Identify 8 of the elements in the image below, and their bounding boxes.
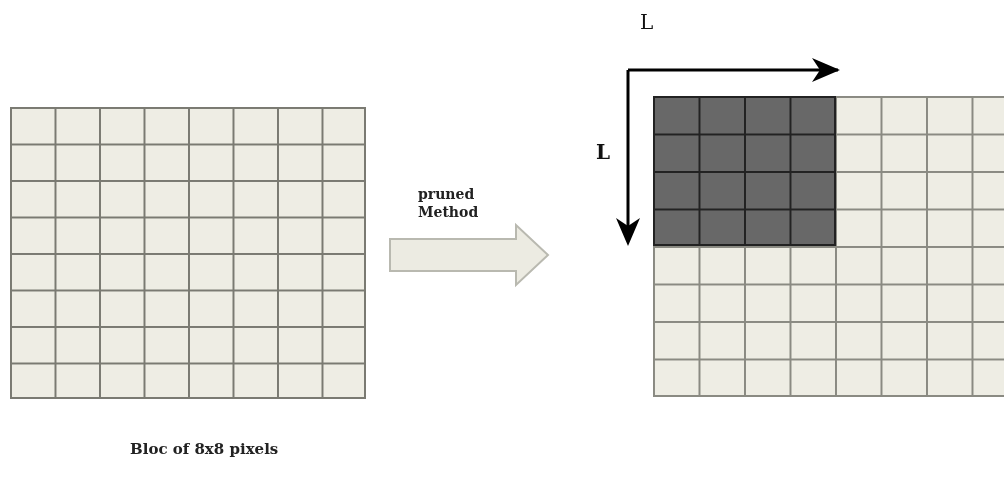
block-arrow [389,222,550,288]
dimension-label: L [596,140,611,164]
pixel-grid [653,96,1004,397]
shaded-block [653,96,836,246]
pixel-grid [10,107,366,399]
dimension-label: L [640,10,654,34]
edge-label: pruned Method [418,185,480,221]
node-label: Bloc of 8x8 pixels [130,440,279,458]
